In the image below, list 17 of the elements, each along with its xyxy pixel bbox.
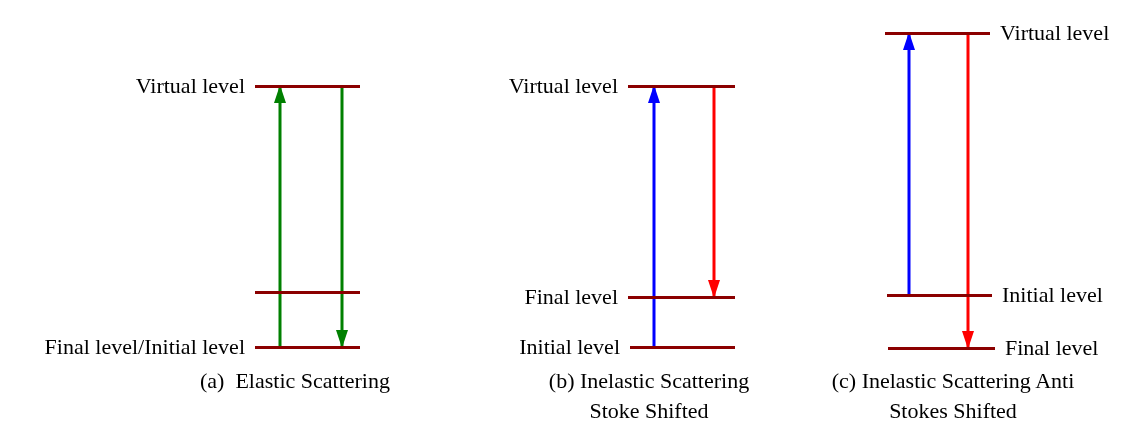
- panel-caption: (b) Inelastic Scattering Stoke Shifted: [547, 367, 751, 421]
- arrow: [648, 85, 660, 347]
- panel-caption: (a) Elastic Scattering: [199, 367, 391, 395]
- arrow: [336, 86, 348, 348]
- level-label: Final level: [524, 285, 618, 309]
- panel-caption: (c) Inelastic Scattering Anti Stokes Shifted: [830, 367, 1076, 421]
- arrow: [962, 33, 974, 349]
- arrow: [903, 32, 915, 295]
- level-label: Final level: [1005, 336, 1099, 360]
- level-label: Initial level: [519, 335, 620, 359]
- level-label: Virtual level: [135, 74, 245, 98]
- arrow: [274, 85, 286, 347]
- arrow: [708, 86, 720, 298]
- level-label: Initial level: [1002, 283, 1103, 307]
- level-label: Virtual level: [508, 74, 618, 98]
- level-label: Virtual level: [1000, 21, 1110, 45]
- level-label: Final level/Initial level: [44, 335, 245, 359]
